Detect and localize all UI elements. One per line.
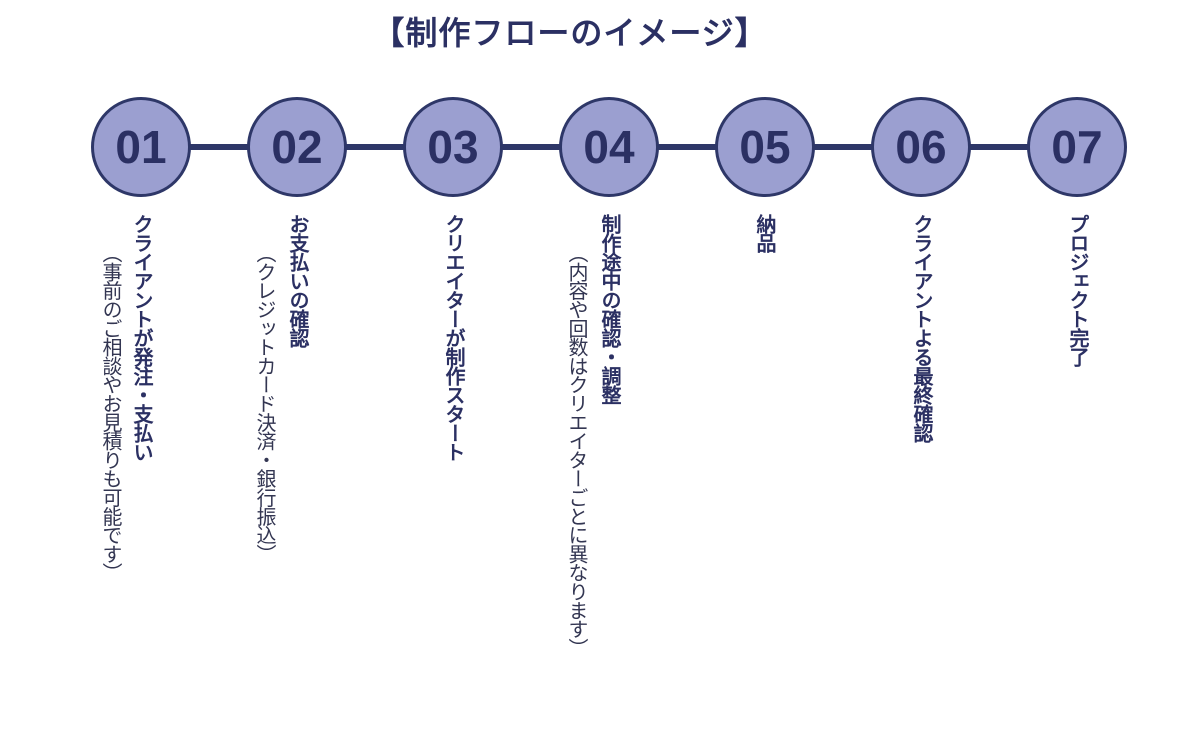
step-label-05: 納品 xyxy=(753,214,777,252)
step-note-04: （内容や回数はクリエイターごとに異なります） xyxy=(565,243,589,657)
step-label-02: お支払いの確認 xyxy=(286,214,310,347)
step-label-06: クライアントよる最終確認 xyxy=(910,214,934,442)
step-label-04: 制作途中の確認・調整 xyxy=(598,214,622,404)
step-label-03: クリエイターが制作スタート xyxy=(442,214,466,461)
step-circle-07: 07 xyxy=(1027,97,1127,197)
step-circle-06: 06 xyxy=(871,97,971,197)
step-circle-02: 02 xyxy=(247,97,347,197)
step-circle-04: 04 xyxy=(559,97,659,197)
step-label-07: プロジェクト完了 xyxy=(1066,214,1090,366)
step-note-02: （クレジットカード決済・銀行振込） xyxy=(253,243,277,563)
step-circle-05: 05 xyxy=(715,97,815,197)
step-circle-03: 03 xyxy=(403,97,503,197)
step-note-01: （事前のご相談やお見積りも可能です） xyxy=(99,243,123,582)
step-label-01: クライアントが発注・支払い xyxy=(130,214,154,461)
step-circle-01: 01 xyxy=(91,97,191,197)
page-title: 【制作フローのイメージ】 xyxy=(372,14,768,52)
